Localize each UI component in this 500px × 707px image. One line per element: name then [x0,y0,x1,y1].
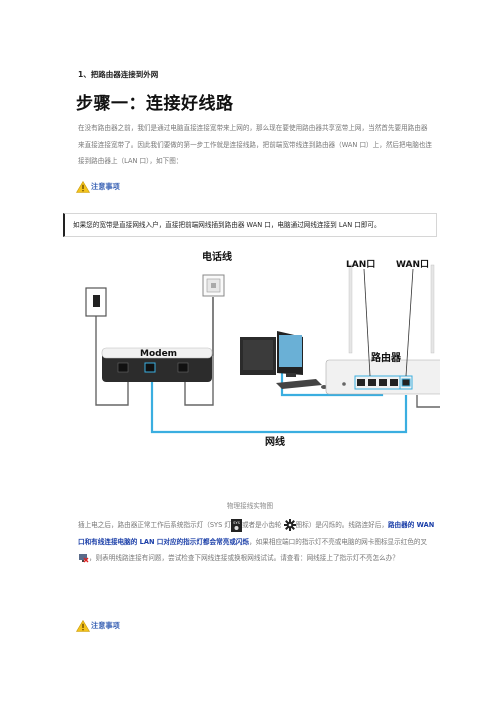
phone-line-label: 电话线 [202,250,232,263]
section-heading: 1、把路由器连接到外网 [78,70,159,79]
note-box: 如果您的宽带是直接网线入户，直接把前端网线插到路由器 WAN 口，电脑通过网线连… [63,213,437,237]
warning-icon [76,620,90,632]
intro-paragraph: 在没有路由器之前，我们是通过电脑直接连接宽带来上网的，那么现在要使用路由器共享宽… [78,124,432,165]
highlight-text: 路由器的 WAN 口和有线连接电脑的 LAN 口对应的指示灯都会常亮或闪烁 [78,521,435,546]
notice-label: 注意事项 [91,182,120,191]
warning-icon [76,181,90,193]
notice-heading-1: 注意事项 [76,181,120,193]
phone-wall-jack [202,274,225,297]
svg-text:SYS: SYS [233,521,240,525]
notice-heading-2: 注意事项 [76,620,120,632]
power-outlet-left [85,287,107,317]
network-error-icon [79,554,89,563]
cable-label: 网线 [265,435,285,448]
router-device [325,264,440,395]
connection-diagram: 电话线 Modem [85,250,440,448]
modem-device [101,347,213,382]
router-label: 路由器 [371,351,402,364]
step-title: 步骤一：连接好线路 [76,94,234,114]
sys-led-icon: SYS [230,518,242,532]
modem-label: Modem [140,349,177,359]
notice-label: 注意事项 [91,621,120,630]
figure-caption: 物理接线实物图 [226,502,274,510]
desktop-computer [240,331,327,389]
wan-port-label: WAN口 [396,259,429,270]
gear-icon [283,519,296,531]
lan-port-label: LAN口 [346,259,375,270]
